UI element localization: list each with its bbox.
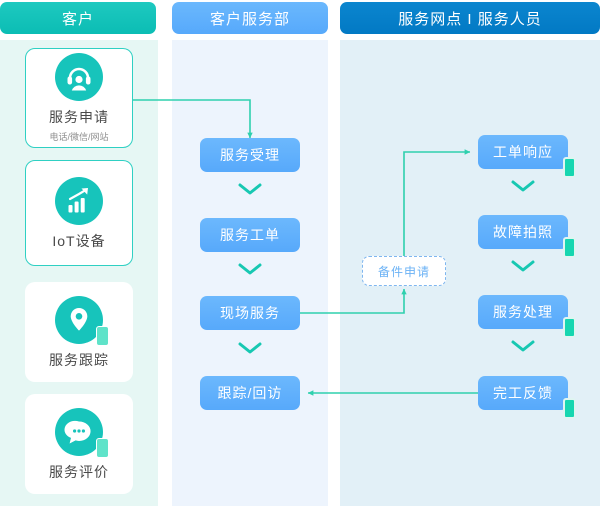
mobile-badge-icon bbox=[96, 325, 109, 346]
card-title: IoT设备 bbox=[52, 232, 106, 249]
chevron-down-icon bbox=[238, 183, 262, 195]
mobile-badge-icon bbox=[563, 237, 576, 258]
step-fault-photo[interactable]: 故障拍照 bbox=[478, 215, 576, 258]
step-followup-revisit[interactable]: 跟踪/回访 bbox=[200, 376, 300, 410]
step-label: 完工反馈 bbox=[493, 385, 553, 401]
step-completion-feedback[interactable]: 完工反馈 bbox=[478, 376, 576, 419]
customer-card-service-rating[interactable]: 服务评价 bbox=[25, 394, 133, 494]
mobile-badge-icon bbox=[563, 317, 576, 338]
location-pin-icon bbox=[55, 295, 109, 346]
step-label: 工单响应 bbox=[493, 144, 553, 160]
column-header-customer: 客户 bbox=[0, 2, 156, 34]
column-header-service-site: 服务网点 I 服务人员 bbox=[340, 2, 600, 34]
step-label: 故障拍照 bbox=[493, 224, 553, 240]
chart-arrow-icon bbox=[55, 176, 103, 225]
step-work-order-response[interactable]: 工单响应 bbox=[478, 135, 576, 178]
card-title: 服务评价 bbox=[49, 463, 109, 480]
mobile-badge-icon bbox=[96, 437, 109, 458]
chevron-down-icon bbox=[238, 263, 262, 275]
customer-card-iot-device[interactable]: IoT设备 bbox=[25, 160, 133, 266]
step-label: 服务处理 bbox=[493, 304, 553, 320]
chat-bubble-icon bbox=[55, 407, 109, 458]
chevron-down-icon bbox=[238, 342, 262, 354]
step-service-processing[interactable]: 服务处理 bbox=[478, 295, 576, 338]
card-title: 服务申请 bbox=[49, 108, 109, 125]
mobile-badge-icon bbox=[563, 157, 576, 178]
chevron-down-icon bbox=[511, 340, 535, 352]
chevron-down-icon bbox=[511, 180, 535, 192]
card-title: 服务跟踪 bbox=[49, 351, 109, 368]
spare-part-request-box[interactable]: 备件申请 bbox=[362, 256, 446, 286]
mobile-badge-icon bbox=[563, 398, 576, 419]
card-subtitle: 电话/微信/网站 bbox=[49, 132, 109, 143]
headset-icon bbox=[55, 52, 103, 101]
step-onsite-service[interactable]: 现场服务 bbox=[200, 296, 300, 330]
customer-card-service-tracking[interactable]: 服务跟踪 bbox=[25, 282, 133, 382]
column-header-service-dept: 客户服务部 bbox=[172, 2, 328, 34]
chevron-down-icon bbox=[511, 260, 535, 272]
customer-card-service-request[interactable]: 服务申请 电话/微信/网站 bbox=[25, 48, 133, 148]
step-service-acceptance[interactable]: 服务受理 bbox=[200, 138, 300, 172]
step-service-work-order[interactable]: 服务工单 bbox=[200, 218, 300, 252]
